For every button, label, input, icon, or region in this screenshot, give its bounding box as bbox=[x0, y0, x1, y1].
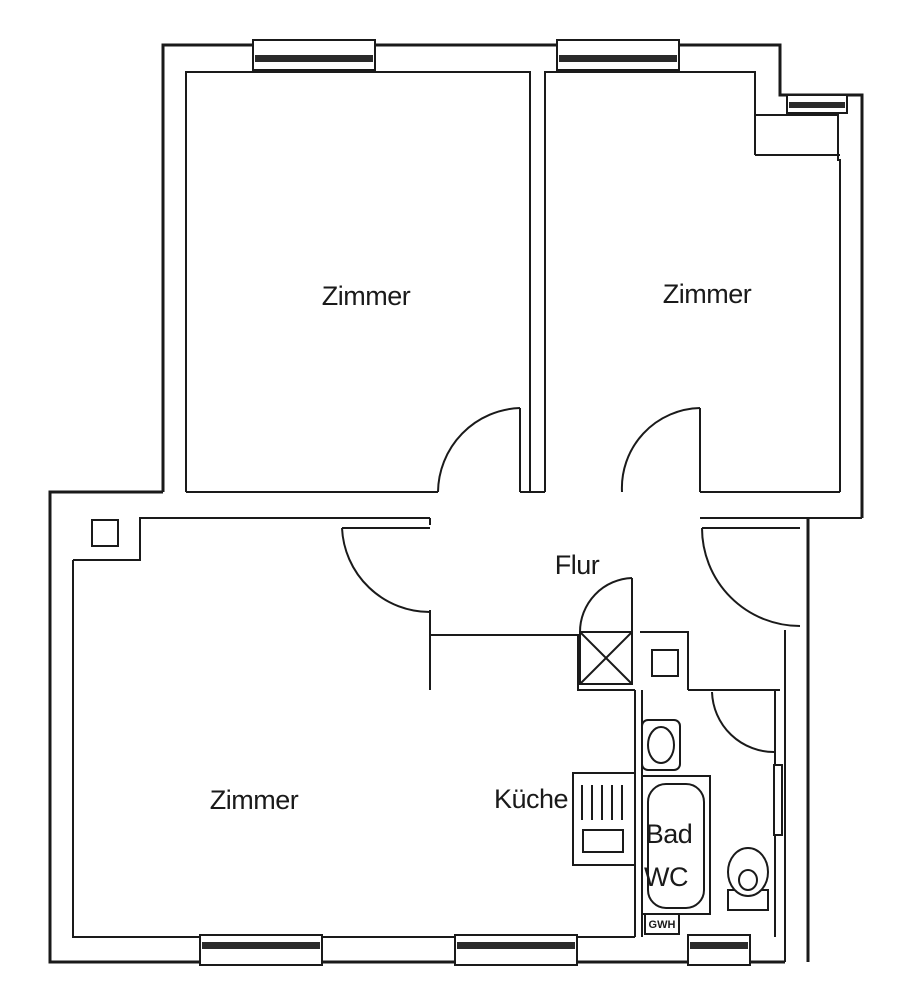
gas-water-heater bbox=[644, 913, 680, 935]
service-shaft bbox=[651, 649, 679, 677]
fixtures bbox=[91, 519, 783, 935]
label-hallway: Flur bbox=[555, 550, 600, 580]
chimney-shaft bbox=[91, 519, 119, 547]
label-boiler: GWH bbox=[649, 919, 676, 931]
label-room-top-right: Zimmer bbox=[663, 279, 752, 309]
outer-walls bbox=[48, 43, 864, 964]
radiator bbox=[773, 764, 783, 836]
label-room-bottom-left: Zimmer bbox=[210, 785, 299, 815]
label-wc: WC bbox=[644, 862, 688, 892]
label-room-top-left: Zimmer bbox=[322, 281, 411, 311]
label-bath: Bad bbox=[646, 819, 693, 849]
windows bbox=[199, 39, 848, 966]
label-kitchen: Küche bbox=[494, 784, 568, 814]
doors bbox=[341, 407, 801, 754]
